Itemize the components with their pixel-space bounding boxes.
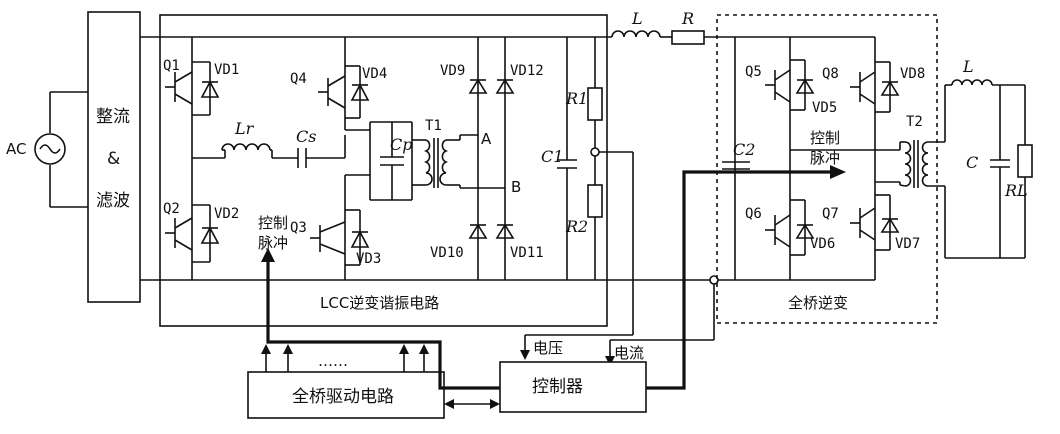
vd1-label: VD1 xyxy=(214,62,239,78)
t2-label: T2 xyxy=(906,114,923,130)
control-pulse-path-right xyxy=(646,170,830,390)
vd6-label: VD6 xyxy=(810,236,835,252)
q7-label: Q7 xyxy=(822,206,839,222)
output-tank xyxy=(944,79,1033,259)
q3-label: Q3 xyxy=(290,220,307,236)
controller-label: 控制器 xyxy=(532,377,583,397)
lr-inductor xyxy=(221,143,298,159)
q8-label: Q8 xyxy=(822,66,839,82)
t2-transformer xyxy=(899,140,945,188)
vd10-label: VD10 xyxy=(430,245,464,261)
driver-block xyxy=(247,371,445,419)
ctrl-pulse-right-2: 脉冲 xyxy=(810,149,840,167)
current-label: 电流 xyxy=(614,344,644,362)
vd2-label: VD2 xyxy=(214,206,239,222)
cs-label: Cs xyxy=(296,127,316,146)
c-out-label: C xyxy=(966,153,978,172)
series-lr xyxy=(595,30,735,45)
vd7-label: VD7 xyxy=(895,236,920,252)
t1-transformer xyxy=(412,135,461,188)
ellipsis-label: …… xyxy=(318,352,348,370)
r-top-label: R xyxy=(681,9,694,28)
vd4-label: VD4 xyxy=(362,66,387,82)
rl-label: RL xyxy=(1004,181,1028,200)
l-top-label: L xyxy=(631,9,643,28)
c1-capacitor xyxy=(557,37,577,280)
vd8-label: VD8 xyxy=(900,66,925,82)
full-bridge xyxy=(722,36,900,281)
ac-source xyxy=(34,91,88,208)
control-pulse-path-left xyxy=(266,260,500,390)
ctrl-pulse-left-2: 脉冲 xyxy=(258,234,288,252)
lr-label: Lr xyxy=(234,119,255,138)
q5-label: Q5 xyxy=(745,64,762,80)
vd12-label: VD12 xyxy=(510,63,544,79)
node-b-label: B xyxy=(511,178,521,196)
lcc-block xyxy=(159,14,608,327)
ctrl-pulse-right-1: 控制 xyxy=(810,129,840,147)
c1-label: C1 xyxy=(541,147,563,166)
vd9-label: VD9 xyxy=(440,63,465,79)
l-out-label: L xyxy=(962,57,974,76)
bridge-rectifier xyxy=(460,37,515,280)
full-bridge-title: 全桥逆变 xyxy=(788,294,848,312)
rectifier-label-3: 滤波 xyxy=(96,191,130,211)
vd5-label: VD5 xyxy=(812,100,837,116)
vd3-label: VD3 xyxy=(356,251,381,267)
cp-label: Cp xyxy=(390,135,412,154)
left-leg xyxy=(165,37,225,280)
r1-label: R1 xyxy=(565,89,588,108)
ctrl-pulse-left-1: 控制 xyxy=(258,214,288,232)
lcc-title: LCC逆变谐振电路 xyxy=(320,294,439,312)
r2-label: R2 xyxy=(565,217,588,236)
rectifier-filter-block xyxy=(87,11,141,303)
q2-label: Q2 xyxy=(163,201,180,217)
driver-output-arrows xyxy=(261,344,429,372)
driver-label: 全桥驱动电路 xyxy=(292,387,394,407)
cs-capacitor xyxy=(297,135,346,168)
right-leg xyxy=(310,37,370,280)
t1-label: T1 xyxy=(425,118,442,134)
voltage-label: 电压 xyxy=(533,339,563,357)
q6-label: Q6 xyxy=(745,206,762,222)
rectifier-label-1: 整流 xyxy=(96,107,130,127)
node-a-label: A xyxy=(481,130,492,148)
rectifier-label-2: & xyxy=(107,149,120,169)
voltage-divider xyxy=(520,37,634,360)
cp-capacitor xyxy=(369,121,413,201)
q1-label: Q1 xyxy=(163,58,180,74)
vd11-label: VD11 xyxy=(510,245,544,261)
q4-label: Q4 xyxy=(290,71,307,87)
c2-label: C2 xyxy=(733,140,755,159)
ac-label: AC xyxy=(6,140,26,158)
